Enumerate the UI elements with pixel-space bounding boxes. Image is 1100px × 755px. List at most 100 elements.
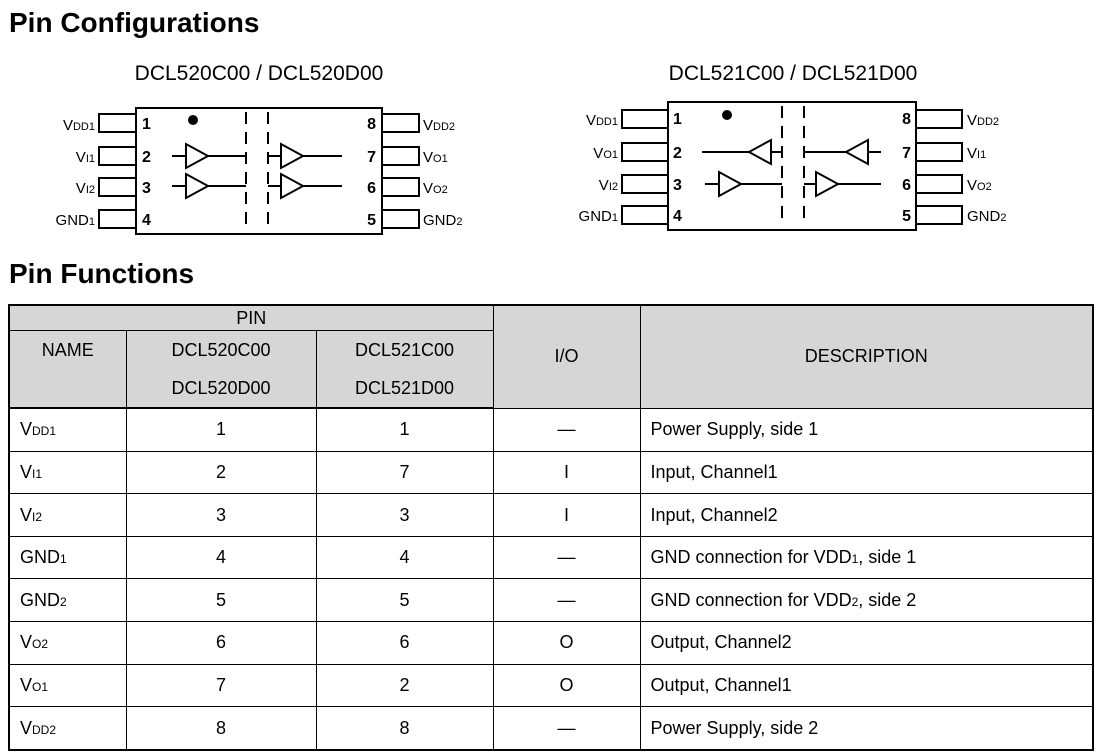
dcl521-pin-cell: 6: [315, 621, 494, 665]
buffer-symbol: [718, 170, 744, 198]
pin-functions-heading: Pin Functions: [9, 258, 195, 289]
dcl521-pin-cell: 3: [315, 493, 494, 537]
buffer-symbol: [185, 172, 211, 200]
pin-functions-table: PIN I/O DESCRIPTION NAME DCL520C00 DCL52…: [8, 304, 1095, 751]
description-cell: Power Supply, side 1: [639, 407, 1094, 452]
dcl520-header: DCL520C00 DCL520D00: [125, 330, 317, 409]
pin-name-cell: VDD1: [8, 407, 127, 452]
pin-label-vdd1: VDD1: [586, 112, 618, 129]
dcl521-pin-cell: 4: [315, 535, 494, 580]
pin-number: 6: [367, 180, 376, 197]
io-cell: O: [492, 663, 641, 708]
io-header: I/O: [492, 304, 641, 409]
dcl520-pin-cell: 6: [125, 621, 317, 665]
pin-number: 2: [673, 145, 682, 162]
pin-number: 7: [367, 149, 376, 166]
description-cell: Input, Channel2: [639, 493, 1094, 537]
package-title: DCL521C00 / DCL521D00: [669, 62, 918, 85]
pin-configurations-heading: Pin Configurations: [9, 7, 260, 38]
pin-number: 4: [142, 212, 151, 229]
description-cell: Power Supply, side 2: [639, 706, 1094, 751]
buffer-symbol: [815, 170, 841, 198]
io-cell: O: [492, 621, 641, 665]
dcl521-pin-cell: 2: [315, 663, 494, 708]
buffer-symbol: [185, 142, 211, 170]
pin-number: 2: [142, 149, 151, 166]
dcl520-pin-cell: 1: [125, 407, 317, 452]
left-pins: 1 2 3 4 VDD1 VO1 VI2 GND1: [579, 109, 682, 225]
pin-label-vdd1: VDD1: [63, 117, 95, 134]
dcl520-pin-cell: 7: [125, 663, 317, 708]
pin-name-cell: VI1: [8, 450, 127, 495]
right-pins: 8 7 6 5 VDD2 VO1 VO2 GND2: [367, 113, 462, 229]
pin-label-gnd1: GND1: [56, 212, 95, 229]
ic-body: [135, 107, 383, 235]
dcl520-pin-cell: 3: [125, 493, 317, 537]
pin-name-cell: GND2: [8, 578, 127, 623]
description-cell: GND connection for VDD1, side 1: [639, 535, 1094, 580]
pin-number: 8: [367, 116, 376, 133]
dcl520-pin-cell: 5: [125, 578, 317, 623]
pin1-dot: [722, 110, 732, 120]
ic-body: [667, 101, 917, 231]
pin-label-vi2: VI2: [599, 177, 618, 194]
pin-number: 1: [673, 111, 682, 128]
dcl521-pin-cell: 5: [315, 578, 494, 623]
dcl520-pin-cell: 2: [125, 450, 317, 495]
io-cell: —: [492, 706, 641, 751]
pin-label-vi1: VI1: [967, 145, 986, 162]
dcl521-pin-cell: 8: [315, 706, 494, 751]
pin-label-vo2: VO2: [967, 177, 992, 194]
right-pins: 8 7 6 5 VDD2 VI1 VO2 GND2: [902, 109, 1006, 225]
pin-name-cell: GND1: [8, 535, 127, 580]
pin-name-cell: VI2: [8, 493, 127, 537]
package-dcl521-diagram: DCL521C00 / DCL521D00 1 2 3 4 VDD1 V: [579, 62, 1006, 231]
description-cell: Output, Channel2: [639, 621, 1094, 665]
pin-number: 5: [902, 208, 911, 225]
pin-label-gnd1: GND1: [579, 208, 618, 225]
io-cell: I: [492, 450, 641, 495]
dcl520-pin-cell: 4: [125, 535, 317, 580]
io-cell: I: [492, 493, 641, 537]
dcl521-pin-cell: 1: [315, 407, 494, 452]
pin-number: 1: [142, 116, 151, 133]
description-cell: Output, Channel1: [639, 663, 1094, 708]
description-cell: Input, Channel1: [639, 450, 1094, 495]
io-cell: —: [492, 407, 641, 452]
pin-label-vi1: VI1: [76, 149, 95, 166]
pin-label-gnd2: GND2: [423, 212, 462, 229]
package-title: DCL520C00 / DCL520D00: [135, 62, 384, 85]
pin-number: 3: [673, 177, 682, 194]
pin-group-header: PIN: [8, 304, 494, 331]
dcl520-pin-cell: 8: [125, 706, 317, 751]
pin1-dot: [188, 115, 198, 125]
pin-number: 7: [902, 145, 911, 162]
pin-label-vo1: VO1: [423, 149, 448, 166]
pin-label-vi2: VI2: [76, 180, 95, 197]
package-dcl520-diagram: DCL520C00 / DCL520D00 1 2 3 4 VDD1 V: [56, 62, 462, 235]
pin-name-cell: VDD2: [8, 706, 127, 751]
left-pins: 1 2 3 4 VDD1 VI1 VI2 GND1: [56, 113, 151, 229]
pin-label-vdd2: VDD2: [423, 117, 455, 134]
pin-label-vo2: VO2: [423, 180, 448, 197]
pin-number: 4: [673, 208, 682, 225]
dcl521-header: DCL521C00 DCL521D00: [315, 330, 494, 409]
io-cell: —: [492, 578, 641, 623]
pin-configuration-diagrams: DCL520C00 / DCL520D00 1 2 3 4 VDD1 V: [56, 62, 1006, 235]
pin-name-cell: VO1: [8, 663, 127, 708]
pin-number: 6: [902, 177, 911, 194]
pin-number: 3: [142, 180, 151, 197]
pin-name-cell: VO2: [8, 621, 127, 665]
description-cell: GND connection for VDD2, side 2: [639, 578, 1094, 623]
io-cell: —: [492, 535, 641, 580]
description-header: DESCRIPTION: [639, 304, 1094, 409]
pin-label-gnd2: GND2: [967, 208, 1006, 225]
